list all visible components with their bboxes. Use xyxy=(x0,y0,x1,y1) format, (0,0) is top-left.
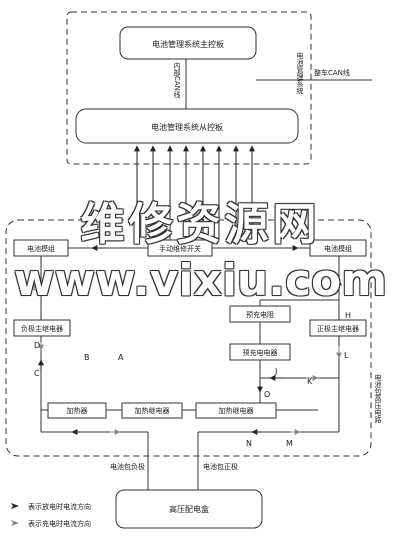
bms-side-label: 电池管理系统 xyxy=(296,51,304,95)
hv-box-label: 高压配电盒 xyxy=(169,504,209,514)
letter-N: N xyxy=(246,439,252,448)
heat-relay-2-label: 加热继电器 xyxy=(219,406,254,415)
letter-L: L xyxy=(344,351,349,360)
vehicle-can-label: 整车CAN线 xyxy=(314,68,350,77)
battery-pack-boundary xyxy=(5,219,372,457)
bms-main-board xyxy=(119,26,257,60)
legend-discharge-label: 表示放电时电流方向 xyxy=(28,502,91,511)
bms-slave-board xyxy=(75,108,299,144)
letter-O: O xyxy=(264,390,270,399)
letter-H: H xyxy=(345,311,351,320)
pos-main-relay-label: 正极主继电器 xyxy=(317,324,359,333)
pos-main-relay xyxy=(309,319,367,337)
pack-side-label: 电池包高压电路 xyxy=(374,373,382,424)
hv-distribution-box xyxy=(115,489,263,529)
letter-A: A xyxy=(118,353,124,362)
heater-label: 加热器 xyxy=(67,406,88,415)
letter-M: M xyxy=(286,439,293,448)
battery-module-left-label: 电池模组 xyxy=(27,244,55,253)
legend-charge-label: 表示充电时电流方向 xyxy=(28,519,91,528)
internal-can-label: 内部CAN线 xyxy=(173,61,181,98)
neg-main-relay xyxy=(13,319,71,337)
manual-switch-label: 手动维修开关 xyxy=(159,244,201,253)
heater xyxy=(47,402,107,419)
legend-discharge-arrow-icon xyxy=(11,503,19,509)
legend-charge-arrow-icon xyxy=(11,520,19,526)
heat-relay-2 xyxy=(195,402,277,419)
precharge-resistor-label: 预充电阻 xyxy=(246,310,274,319)
heat-relay-1 xyxy=(121,402,183,419)
bms-slave-label: 电池管理系统从控板 xyxy=(151,122,223,132)
neg-main-relay-label: 负极主继电器 xyxy=(21,324,63,333)
pack-pos-label: 电池包正极 xyxy=(203,462,238,471)
letter-C: C xyxy=(34,369,40,378)
battery-module-right-label: 电池模组 xyxy=(324,244,352,253)
pack-neg-label: 电池包负极 xyxy=(110,462,145,471)
bms-main-label: 电池管理系统主控板 xyxy=(152,39,224,49)
letter-J: J xyxy=(274,367,277,376)
bms-boundary xyxy=(66,11,312,165)
current-arrows xyxy=(38,279,342,435)
letter-K: K xyxy=(307,377,313,386)
letter-D: D xyxy=(34,341,40,350)
precharge-relay-label: 预充电电器 xyxy=(243,348,278,357)
heat-relay-1-label: 加热继电器 xyxy=(135,406,170,415)
signal-arrows xyxy=(134,145,255,240)
legend: 表示放电时电流方向 表示充电时电流方向 xyxy=(11,502,91,528)
high-voltage-label: 高压 xyxy=(30,283,44,292)
letter-B: B xyxy=(84,353,90,362)
